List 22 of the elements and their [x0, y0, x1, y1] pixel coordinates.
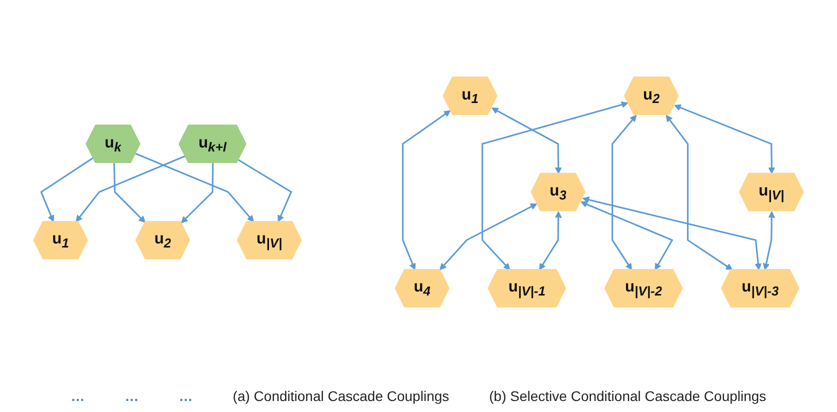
panel-caption: (b) Selective Conditional Cascade Couplings: [489, 388, 766, 404]
arrow: [762, 211, 776, 270]
arrow: [113, 163, 146, 223]
arrow: [482, 101, 628, 270]
panel-caption: (a) Conditional Cascade Couplings: [232, 388, 450, 404]
arrow: [40, 157, 94, 222]
arrow: [492, 108, 562, 174]
arrow: [674, 104, 776, 174]
ellipsis-mark: …: [124, 388, 139, 404]
arrow: [612, 114, 637, 270]
ellipsis-mark: …: [178, 388, 193, 404]
arrow: [582, 196, 762, 270]
arrow: [402, 110, 451, 270]
arrow: [539, 211, 562, 270]
arrow: [440, 203, 538, 270]
arrow: [580, 201, 674, 270]
arrow: [180, 163, 214, 224]
arrow: [666, 114, 733, 270]
arrow: [76, 155, 186, 222]
ellipsis-mark: …: [70, 388, 85, 404]
arrow: [135, 152, 254, 222]
arrow: [238, 159, 292, 222]
